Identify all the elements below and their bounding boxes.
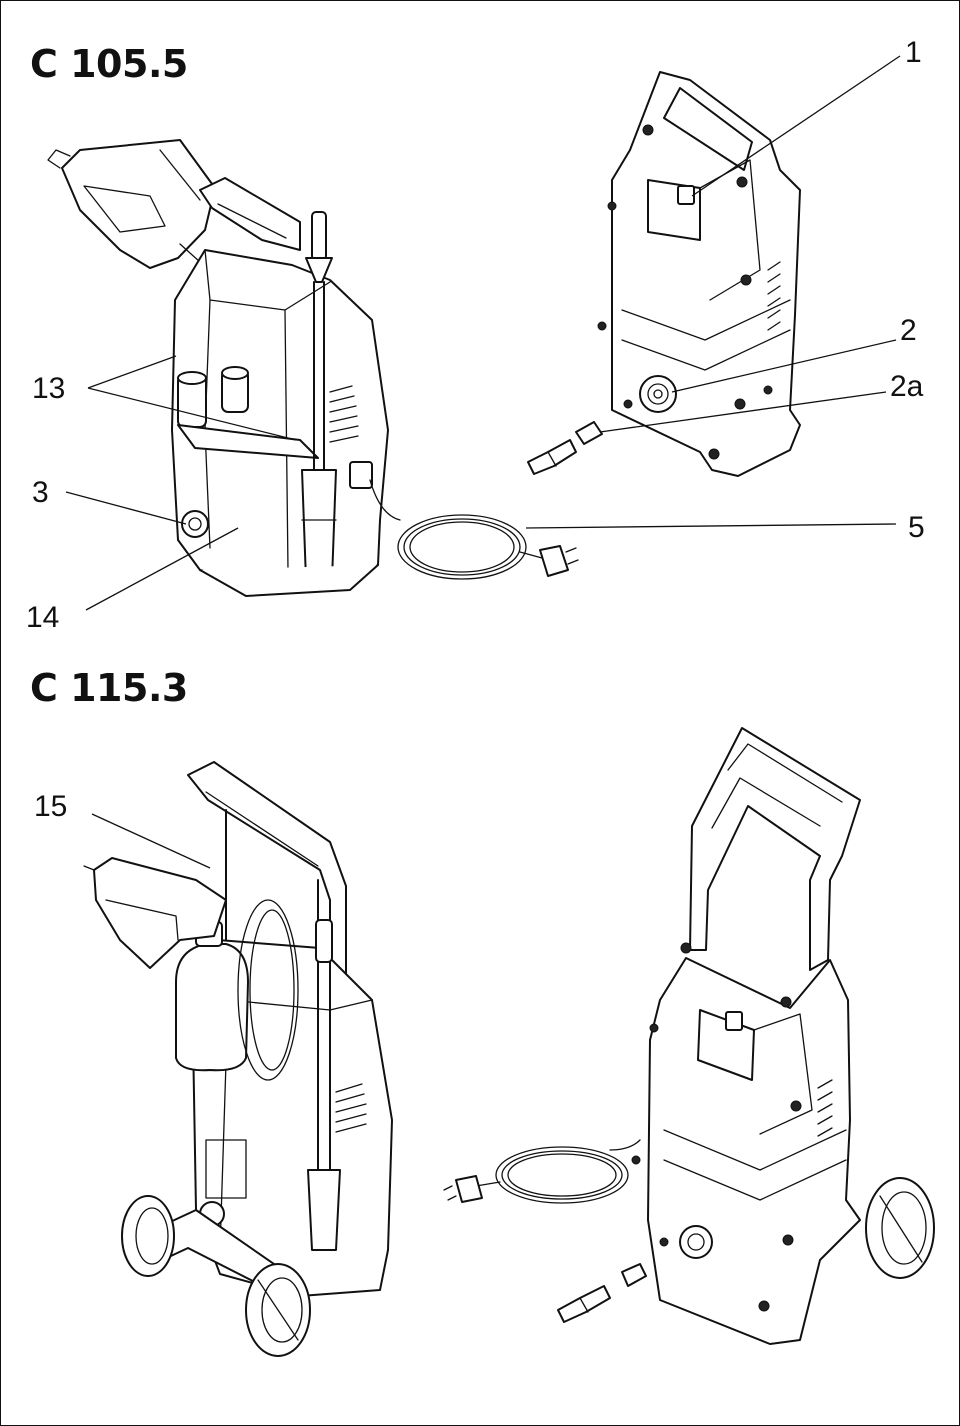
leader-13a (87, 355, 177, 389)
wheel-right (865, 1177, 935, 1279)
callout-3: 3 (32, 476, 49, 509)
power-cord (369, 479, 579, 580)
vent-slots (329, 385, 359, 443)
leader-5 (525, 523, 897, 529)
callout-2: 2 (900, 314, 917, 347)
model-title-c115: C 115.3 (30, 666, 188, 710)
washer-c105-side-view (47, 139, 579, 597)
leader-3 (65, 491, 187, 525)
vent-slots-c115-front (817, 1079, 833, 1137)
washer-c115-side-view (83, 761, 393, 1357)
leader-1 (691, 55, 901, 197)
callout-14: 14 (26, 601, 60, 634)
model-title-c105: C 105.5 (30, 42, 188, 86)
callout-5: 5 (908, 511, 925, 544)
power-cord-c115 (443, 1139, 641, 1204)
leader-15 (91, 813, 211, 869)
wheel-front-left (245, 1263, 311, 1357)
callout-13: 13 (32, 372, 66, 405)
washer-c105-front-view (527, 71, 801, 477)
leader-2a (599, 391, 887, 433)
spray-gun (47, 139, 216, 269)
washer-c115-front-view (443, 727, 935, 1345)
spray-lance (301, 211, 337, 581)
leader-lines (65, 55, 901, 869)
leader-14 (85, 527, 239, 611)
vent-slots-front (767, 261, 781, 331)
callout-15: 15 (34, 790, 68, 823)
leader-13b (87, 387, 297, 441)
callout-1: 1 (905, 36, 922, 69)
vent-slots-c115 (335, 1083, 367, 1133)
leader-2 (671, 339, 897, 393)
callout-2a: 2a (890, 370, 924, 403)
spray-gun-c115 (83, 857, 227, 969)
wheel-rear-left (121, 1195, 175, 1277)
